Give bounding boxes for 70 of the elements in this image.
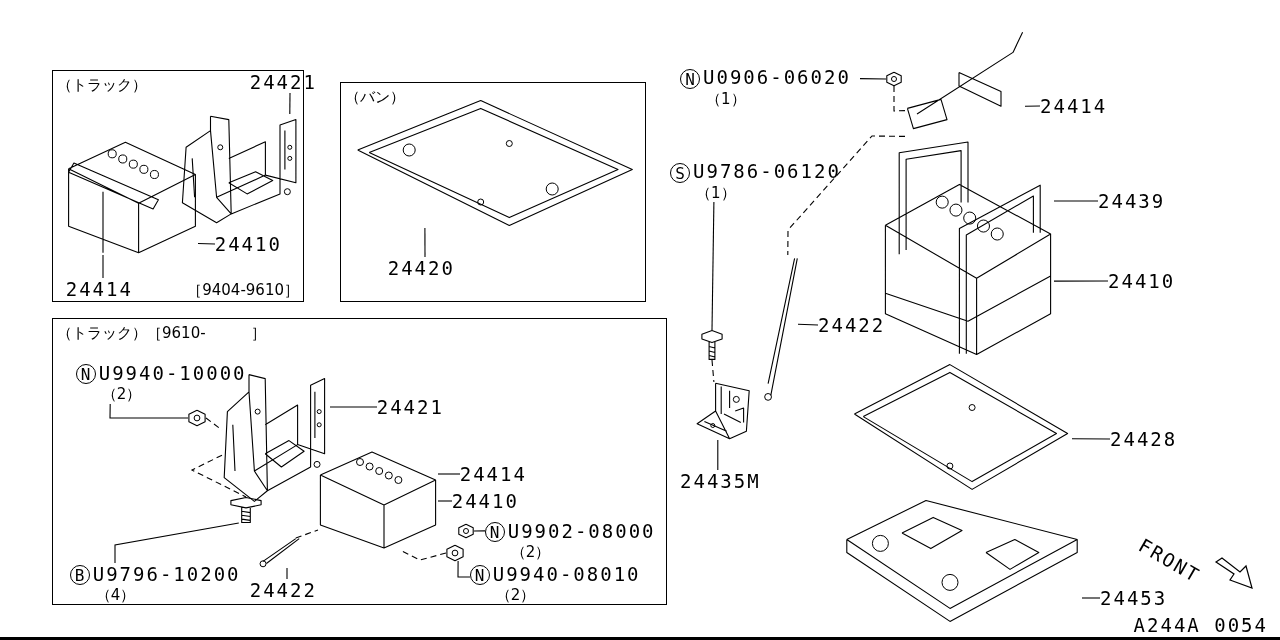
part-number: U9940-08010 — [492, 562, 641, 585]
nut-drawing — [886, 72, 902, 86]
figure-code: A244A 0054 — [1133, 614, 1268, 636]
leader-line — [424, 227, 426, 258]
battery-drawing — [317, 449, 438, 550]
quantity: （4） — [95, 586, 136, 605]
leader-line — [717, 439, 719, 471]
part-number: 24435M — [680, 470, 768, 492]
part-number: U9940-10000 — [98, 361, 247, 384]
part-number: U9902-08000 — [507, 519, 656, 542]
quantity: （2） — [495, 586, 536, 605]
rod-drawing — [257, 537, 300, 568]
quantity: （1） — [696, 183, 736, 202]
leader-line — [197, 242, 216, 245]
panel — [340, 82, 646, 302]
bolt-drawing — [227, 496, 264, 523]
part-number: 24414 — [459, 462, 534, 485]
leader-line — [109, 403, 189, 419]
panel-heading: （バン） — [345, 88, 405, 106]
part-number: 24428 — [1110, 428, 1184, 450]
leader-line — [114, 522, 240, 564]
battery-drawing — [65, 139, 198, 255]
part-number: 24410 — [451, 489, 526, 512]
quantity: （2） — [510, 543, 551, 562]
part-number: 24414 — [65, 277, 140, 300]
assembly-line — [190, 454, 247, 498]
part-number: 24422 — [249, 578, 324, 601]
leader-line — [289, 92, 291, 115]
part-number: 24410 — [214, 232, 289, 255]
assembly-line — [711, 359, 715, 383]
part-number: 24420 — [387, 256, 462, 279]
panel — [52, 318, 667, 605]
leader-line — [102, 254, 104, 279]
part-number: 24410 — [1108, 270, 1182, 292]
nut-drawing — [187, 409, 206, 426]
part-number: 24439 — [1098, 190, 1172, 212]
quantity: （1） — [706, 89, 746, 108]
part-number: 24453 — [1100, 587, 1174, 609]
leader-line — [1081, 597, 1101, 599]
leader-line — [1071, 438, 1111, 440]
leader-line — [437, 500, 453, 502]
leader-line — [1053, 280, 1109, 282]
date-range: ［9404-9610］ — [187, 281, 299, 299]
bolt-drawing — [700, 330, 724, 360]
leader-line — [797, 323, 819, 326]
part-number: 24421 — [376, 395, 451, 418]
part-number: 24422 — [818, 314, 892, 336]
leader-line — [859, 78, 887, 80]
panel-heading: （トラック）［9610- ］ — [57, 324, 266, 342]
quantity: （2） — [101, 385, 142, 404]
bracket-drawing — [696, 382, 752, 440]
leader-line — [473, 530, 486, 532]
leader-line — [711, 201, 715, 331]
battery-drawing — [882, 142, 1054, 358]
part-number: U0906-06020 — [703, 66, 851, 88]
part-number: U9786-06120 — [693, 160, 841, 182]
part-number: U9796-10200 — [92, 562, 241, 585]
nut-drawing — [445, 544, 464, 561]
leader-line — [437, 473, 461, 475]
nut-drawing — [457, 523, 474, 538]
leader-line — [1053, 200, 1099, 202]
assembly-line — [893, 85, 906, 112]
leader-line — [457, 560, 471, 578]
leader-line — [286, 567, 288, 580]
part-number: 24414 — [1040, 95, 1114, 117]
assembly-line — [295, 529, 319, 539]
leader-line — [1024, 105, 1041, 107]
leader-line — [329, 406, 378, 408]
assembly-line — [787, 135, 906, 256]
panel-heading: （トラック） — [57, 76, 147, 94]
